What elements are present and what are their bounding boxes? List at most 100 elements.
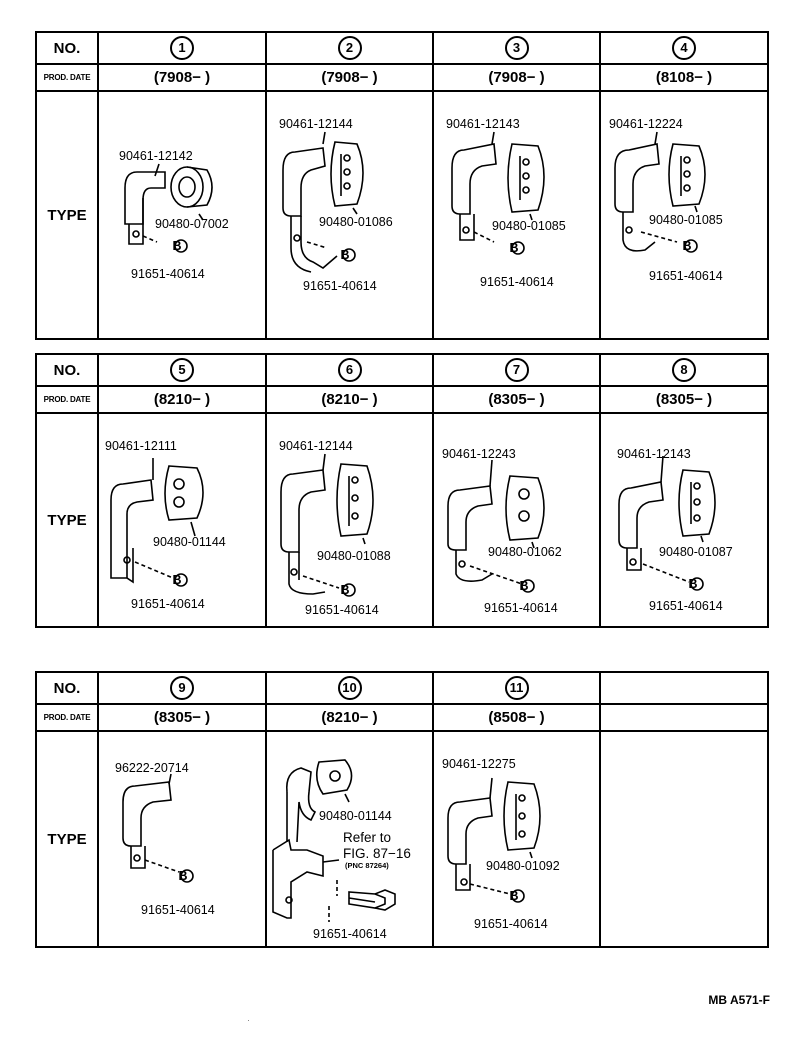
item-number: 6 xyxy=(337,358,362,382)
type-cell-9: B 96222-20714 91651-40614 xyxy=(97,730,267,948)
bolt-part-number: 91651-40614 xyxy=(141,903,215,917)
type-cell-3: B 90461-12143 90480-01085 91651-40614 xyxy=(432,90,601,340)
bolt-part-number: 91651-40614 xyxy=(313,927,387,941)
clamp-drawing-6: B 90461-12144 90480-01088 91651-40614 xyxy=(279,439,391,617)
type-cell-11: B 90461-12275 90480-01092 91651-40614 xyxy=(432,730,601,948)
grommet-part-number: 90480-07002 xyxy=(155,217,229,231)
clamp-part-number: 90461-12143 xyxy=(617,447,691,461)
bolt-marker: B xyxy=(509,889,518,903)
clamp-drawing-11: B 90461-12275 90480-01092 91651-40614 xyxy=(442,757,560,931)
parts-table-3: NO. 9 10 11 PROD. DATE (8305− ) (8210− )… xyxy=(35,671,769,948)
bolt-marker: B xyxy=(178,869,187,883)
bolt-part-number: 91651-40614 xyxy=(303,279,377,293)
item-number: 2 xyxy=(337,36,362,60)
clamp-part-number: 90461-12275 xyxy=(442,757,516,771)
prod-date-label: PROD. DATE xyxy=(35,703,99,732)
clamp-drawing-7: B 90461-12243 90480-01062 91651-40614 xyxy=(442,447,562,615)
clamp-drawing-3: B 90461-12143 90480-01085 91651-40614 xyxy=(446,117,566,289)
clamp-part-number: 90461-12142 xyxy=(119,149,193,163)
clamp-part-number: 90461-12224 xyxy=(609,117,683,131)
prod-date-label: PROD. DATE xyxy=(35,63,99,92)
clamp-drawing-1: B 90461-12142 90480-07002 91651-40614 xyxy=(119,149,229,281)
clamp-drawing-4: B 90461-12224 90480-01085 91651-40614 xyxy=(609,117,723,283)
prod-date: (7908− ) xyxy=(432,63,601,92)
refer-figure: FIG. 87−16 xyxy=(343,846,411,861)
item-number: 11 xyxy=(504,676,529,700)
bracket-drawing-10: 90480-01144 Refer to FIG. 87−16 (PNC 872… xyxy=(272,759,411,941)
no-label: NO. xyxy=(35,353,99,387)
prod-date: (8508− ) xyxy=(432,703,601,732)
bolt-marker: B xyxy=(682,239,691,253)
bolt-part-number: 91651-40614 xyxy=(305,603,379,617)
prod-date: (8210− ) xyxy=(265,703,434,732)
bolt-marker: B xyxy=(172,573,181,587)
prod-date: (7908− ) xyxy=(265,63,434,92)
parts-table-1: NO. 1 2 3 4 PROD. DATE (7908− ) (7908− )… xyxy=(35,31,769,340)
grommet-part-number: 90480-01092 xyxy=(486,859,560,873)
no-label: NO. xyxy=(35,31,99,65)
prod-date-label: PROD. DATE xyxy=(35,385,99,414)
bolt-marker: B xyxy=(509,241,518,255)
prod-date: (8305− ) xyxy=(599,385,769,414)
bolt-part-number: 91651-40614 xyxy=(131,597,205,611)
scan-speck xyxy=(248,1020,249,1021)
clamp-drawing-8: B 90461-12143 90480-01087 91651-40614 xyxy=(617,447,733,613)
clamp-part-number: 90461-12144 xyxy=(279,117,353,131)
prod-date: (8305− ) xyxy=(432,385,601,414)
no-label: NO. xyxy=(35,671,99,705)
bolt-marker: B xyxy=(688,577,697,591)
type-cell-2: B 90461-12144 90480-01086 91651-40614 xyxy=(265,90,434,340)
bolt-marker: B xyxy=(519,579,528,593)
prod-date: (7908− ) xyxy=(97,63,267,92)
clamp-part-number: 90461-12243 xyxy=(442,447,516,461)
clamp-part-number: 96222-20714 xyxy=(115,761,189,775)
prod-date: (8210− ) xyxy=(265,385,434,414)
parts-table-2: NO. 5 6 7 8 PROD. DATE (8210− ) (8210− )… xyxy=(35,353,769,628)
type-cell-1: B 90461-12142 90480-07002 91651-40614 xyxy=(97,90,267,340)
item-number: 7 xyxy=(504,358,529,382)
bolt-marker: B xyxy=(340,583,349,597)
grommet-part-number: 90480-01062 xyxy=(488,545,562,559)
grommet-part-number: 90480-01144 xyxy=(153,535,226,549)
clamp-drawing-5: B 90461-12111 90480-01144 91651-40614 xyxy=(105,439,226,611)
type-cell-4: B 90461-12224 90480-01085 91651-40614 xyxy=(599,90,769,340)
refer-to-label: Refer to xyxy=(343,830,391,845)
bolt-part-number: 91651-40614 xyxy=(649,269,723,283)
grommet-part-number: 90480-01144 xyxy=(319,809,392,823)
clamp-part-number: 90461-12143 xyxy=(446,117,520,131)
item-number: 3 xyxy=(504,36,529,60)
bolt-marker: B xyxy=(340,248,349,262)
bolt-part-number: 91651-40614 xyxy=(484,601,558,615)
type-cell-8: B 90461-12143 90480-01087 91651-40614 xyxy=(599,412,769,628)
clamp-drawing-2: B 90461-12144 90480-01086 91651-40614 xyxy=(279,117,393,293)
item-number: 8 xyxy=(672,358,696,382)
diagram-code: MB A571-F xyxy=(708,993,770,1007)
bolt-part-number: 91651-40614 xyxy=(480,275,554,289)
type-label: TYPE xyxy=(35,90,99,340)
item-number: 1 xyxy=(170,36,194,60)
type-cell-5: B 90461-12111 90480-01144 91651-40614 xyxy=(97,412,267,628)
item-number: 5 xyxy=(170,358,194,382)
bolt-marker: B xyxy=(172,239,181,253)
grommet-part-number: 90480-01085 xyxy=(649,213,723,227)
prod-date: (8108− ) xyxy=(599,63,769,92)
bolt-part-number: 91651-40614 xyxy=(649,599,723,613)
type-cell-7: B 90461-12243 90480-01062 91651-40614 xyxy=(432,412,601,628)
prod-date: (8305− ) xyxy=(97,703,267,732)
empty-cell xyxy=(599,671,769,705)
clamp-part-number: 90461-12144 xyxy=(279,439,353,453)
clamp-part-number: 90461-12111 xyxy=(105,439,177,453)
grommet-part-number: 90480-01087 xyxy=(659,545,733,559)
bolt-part-number: 91651-40614 xyxy=(474,917,548,931)
grommet-part-number: 90480-01085 xyxy=(492,219,566,233)
item-number: 4 xyxy=(672,36,696,60)
pnc-number: (PNC 87264) xyxy=(345,861,389,870)
prod-date: (8210− ) xyxy=(97,385,267,414)
item-number: 10 xyxy=(337,676,362,700)
item-number: 9 xyxy=(170,676,194,700)
type-cell-10: 90480-01144 Refer to FIG. 87−16 (PNC 872… xyxy=(265,730,434,948)
type-label: TYPE xyxy=(35,412,99,628)
bolt-part-number: 91651-40614 xyxy=(131,267,205,281)
type-label: TYPE xyxy=(35,730,99,948)
type-cell-6: B 90461-12144 90480-01088 91651-40614 xyxy=(265,412,434,628)
